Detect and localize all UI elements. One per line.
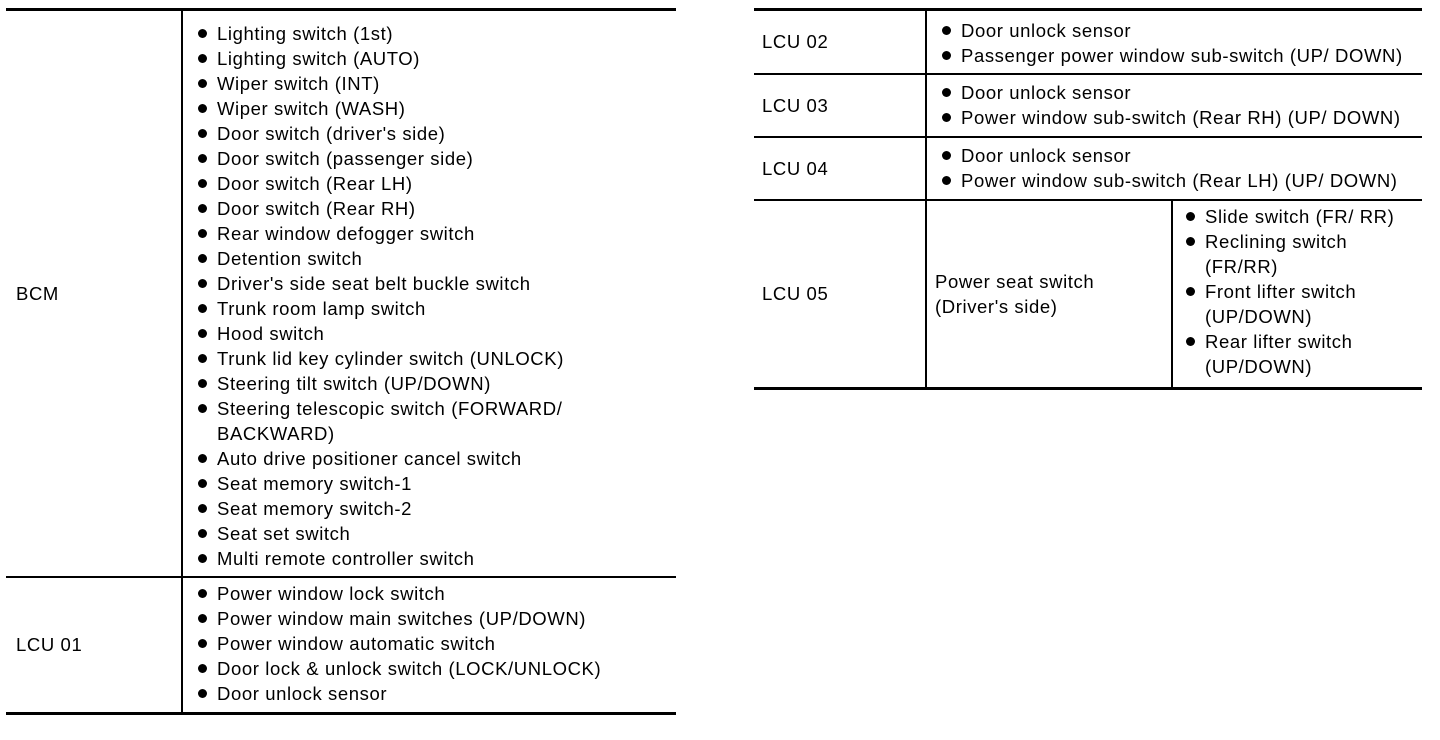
table-row-lcu-02: LCU 02 Door unlock sensor Passenger powe… <box>754 8 1422 74</box>
switch-list-cell: Door unlock sensor Power window sub-swit… <box>925 136 1422 200</box>
power-seat-group-label: Power seat switch (Driver's side) <box>925 199 1172 390</box>
list-item: Power window sub-switch (Rear LH) (UP/ D… <box>937 168 1414 193</box>
switch-list-cell: Door unlock sensor Passenger power windo… <box>925 8 1422 74</box>
list-item: Seat set switch <box>193 521 668 546</box>
table-row-lcu-03: LCU 03 Door unlock sensor Power window s… <box>754 73 1422 137</box>
switch-list-cell: Door unlock sensor Power window sub-swit… <box>925 73 1422 137</box>
unit-label-lcu-02: LCU 02 <box>754 8 926 74</box>
list-item: Front lifter switch (UP/DOWN) <box>1181 279 1414 329</box>
list-item: Power window automatic switch <box>193 631 668 656</box>
list-item: Wiper switch (INT) <box>193 71 668 96</box>
list-item: Wiper switch (WASH) <box>193 96 668 121</box>
list-item: Power window main switches (UP/DOWN) <box>193 606 668 631</box>
list-item: Auto drive positioner cancel switch <box>193 446 668 471</box>
list-item: Lighting switch (AUTO) <box>193 46 668 71</box>
table-row-lcu-05: LCU 05 Power seat switch (Driver's side)… <box>754 199 1422 390</box>
left-switch-table: BCM Lighting switch (1st) Lighting switc… <box>6 8 676 715</box>
table-row-bcm: BCM Lighting switch (1st) Lighting switc… <box>6 8 676 577</box>
list-item: Door switch (Rear RH) <box>193 196 668 221</box>
switch-list-cell: Slide switch (FR/ RR) Reclining switch (… <box>1171 199 1422 390</box>
list-item: Slide switch (FR/ RR) <box>1181 204 1414 229</box>
list-item: Reclining switch (FR/RR) <box>1181 229 1414 279</box>
list-item: Steering tilt switch (UP/DOWN) <box>193 371 668 396</box>
right-switch-table: LCU 02 Door unlock sensor Passenger powe… <box>754 8 1422 390</box>
list-item: Detention switch <box>193 246 668 271</box>
switch-list-lcu-01: Power window lock switch Power window ma… <box>183 578 676 712</box>
list-item: Door unlock sensor <box>937 80 1414 105</box>
list-item: Steering telescopic switch (FORWARD/ BAC… <box>193 396 668 446</box>
table-row-lcu-04: LCU 04 Door unlock sensor Power window s… <box>754 136 1422 200</box>
switch-list-lcu-04: Door unlock sensor Power window sub-swit… <box>927 138 1422 199</box>
list-item: Seat memory switch-2 <box>193 496 668 521</box>
list-item: Passenger power window sub-switch (UP/ D… <box>937 43 1414 68</box>
unit-label-bcm: BCM <box>6 8 182 577</box>
unit-label-lcu-03: LCU 03 <box>754 73 926 137</box>
switch-list-cell: Power window lock switch Power window ma… <box>181 576 676 715</box>
list-item: Door switch (passenger side) <box>193 146 668 171</box>
unit-label-lcu-01: LCU 01 <box>6 576 182 715</box>
switch-list-lcu-03: Door unlock sensor Power window sub-swit… <box>927 75 1422 136</box>
list-item: Seat memory switch-1 <box>193 471 668 496</box>
list-item: Power window lock switch <box>193 581 668 606</box>
list-item: Multi remote controller switch <box>193 546 668 571</box>
list-item: Door switch (driver's side) <box>193 121 668 146</box>
switch-list-lcu-05: Slide switch (FR/ RR) Reclining switch (… <box>1173 201 1422 387</box>
list-item: Door lock & unlock switch (LOCK/UNLOCK) <box>193 656 668 681</box>
list-item: Trunk lid key cylinder switch (UNLOCK) <box>193 346 668 371</box>
list-item: Door unlock sensor <box>937 143 1414 168</box>
switch-list-lcu-02: Door unlock sensor Passenger power windo… <box>927 11 1422 73</box>
list-item: Door unlock sensor <box>937 18 1414 43</box>
unit-label-lcu-05: LCU 05 <box>754 199 926 390</box>
list-item: Rear window defogger switch <box>193 221 668 246</box>
list-item: Door unlock sensor <box>193 681 668 706</box>
list-item: Hood switch <box>193 321 668 346</box>
switch-list-cell: Lighting switch (1st) Lighting switch (A… <box>181 8 676 577</box>
list-item: Rear lifter switch (UP/DOWN) <box>1181 329 1414 379</box>
unit-label-lcu-04: LCU 04 <box>754 136 926 200</box>
list-item: Trunk room lamp switch <box>193 296 668 321</box>
table-row-lcu-01: LCU 01 Power window lock switch Power wi… <box>6 576 676 715</box>
switch-list-bcm: Lighting switch (1st) Lighting switch (A… <box>183 11 676 576</box>
list-item: Driver's side seat belt buckle switch <box>193 271 668 296</box>
list-item: Lighting switch (1st) <box>193 21 668 46</box>
list-item: Door switch (Rear LH) <box>193 171 668 196</box>
list-item: Power window sub-switch (Rear RH) (UP/ D… <box>937 105 1414 130</box>
